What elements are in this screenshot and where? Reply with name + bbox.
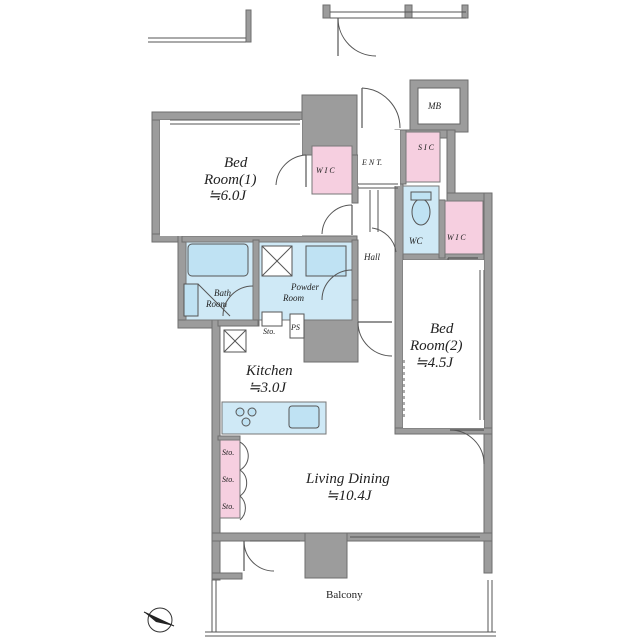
living-dining: Living Dining ≒10.4J (243, 471, 480, 572)
balcony: Balcony (205, 580, 496, 637)
bedroom-2: Bed Room(2) ≒4.5J (403, 260, 485, 465)
wic2-label: W I C (447, 233, 466, 242)
walk-in-closet-1: W I C (311, 145, 353, 195)
sto-item-3: Sto. (222, 502, 234, 511)
wic1-label: W I C (316, 166, 335, 175)
storage-column: Sto. Sto. Sto. (219, 439, 249, 521)
mb-label: MB (427, 101, 441, 111)
shoe-in-closet: S I C (405, 131, 441, 183)
bedroom2-line1: Bed (430, 321, 454, 337)
walk-in-closet-2: W I C (444, 200, 484, 289)
wc: WC (402, 185, 440, 255)
wc-label: WC (409, 236, 423, 246)
sto-item-2: Sto. (222, 475, 234, 484)
bath-line2: Room (205, 299, 227, 309)
bedroom1-line1: Bed (224, 155, 248, 171)
bedroom1-line2: Room(1) (203, 172, 257, 188)
bedroom2-size: ≒4.5J (415, 355, 454, 371)
living-line1: Living Dining (305, 471, 390, 487)
kitchen-size: ≒3.0J (248, 380, 287, 396)
ps-label: PS (290, 323, 300, 332)
meter-box: MB (409, 79, 469, 133)
hall-label: Hall (363, 252, 381, 262)
entrance: E N T. (358, 87, 401, 189)
hall: Hall (357, 190, 397, 357)
top-corridor (148, 4, 469, 57)
bath-line1: Bath (214, 288, 231, 298)
balcony-label: Balcony (326, 589, 363, 601)
powder-room: Powder Room Sto. PS (258, 241, 353, 339)
powder-line1: Powder (290, 282, 319, 292)
bath-room: Bath Room (183, 241, 254, 321)
bedroom2-line2: Room(2) (409, 338, 463, 354)
sic-label: S I C (418, 143, 435, 152)
bedroom-1: Bed Room(1) ≒6.0J (160, 119, 353, 236)
powder-line2: Room (282, 293, 304, 303)
north-compass-icon (143, 607, 175, 633)
kitchen: Kitchen ≒3.0J (221, 329, 327, 435)
entrance-label: E N T. (361, 158, 382, 167)
sto1-label: Sto. (263, 327, 275, 336)
sto-item-1: Sto. (222, 448, 234, 457)
bedroom1-size: ≒6.0J (208, 188, 247, 204)
kitchen-line1: Kitchen (245, 363, 293, 379)
living-size: ≒10.4J (326, 488, 373, 504)
